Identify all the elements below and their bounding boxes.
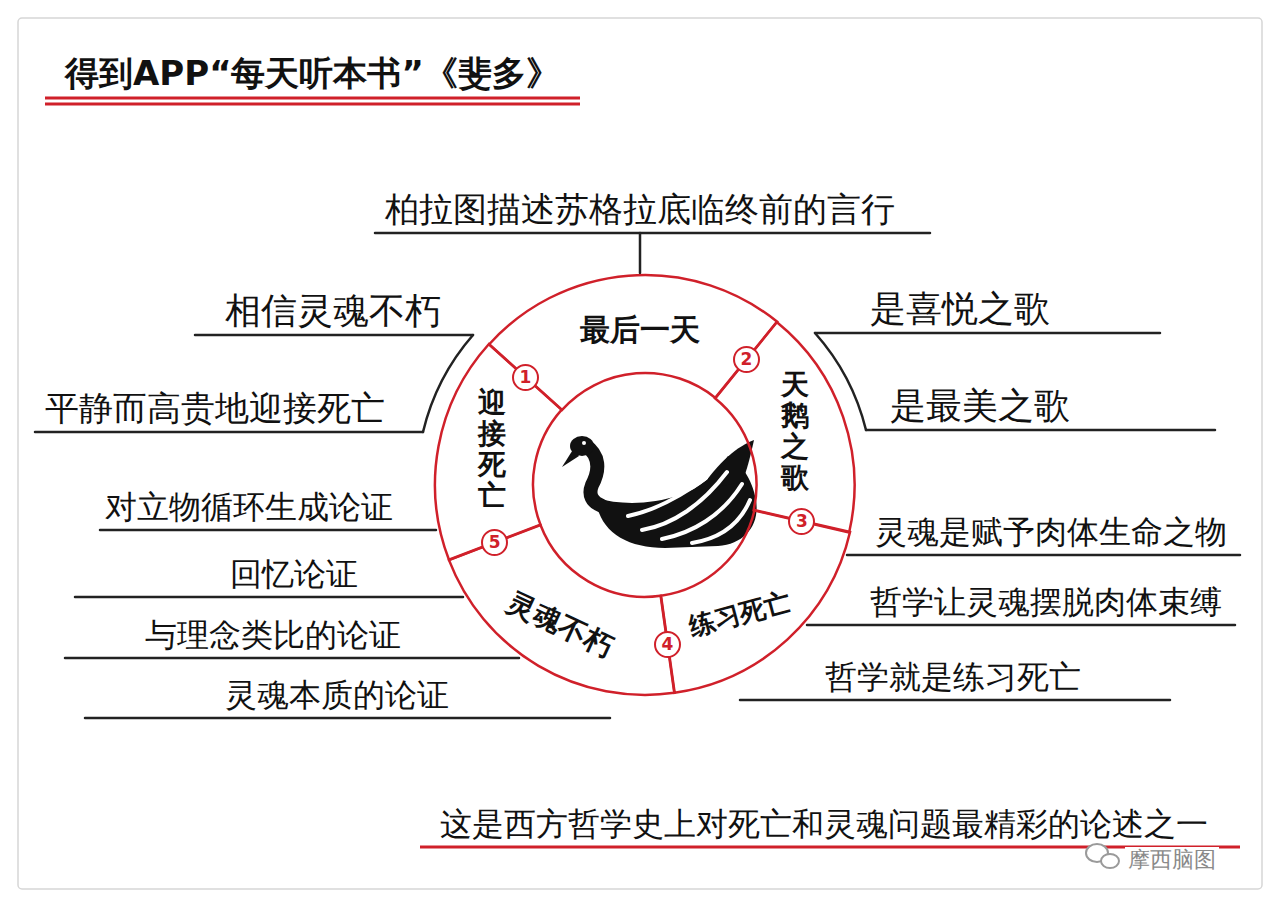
bracket-arc [815,333,866,430]
segment-title: 最后一天 [580,313,700,348]
branch-text: 灵魂是赋予肉体生命之物 [875,514,1227,551]
swan-wing [700,440,754,490]
feather-stripe [628,478,706,516]
callout-number: 5 [489,534,501,551]
swan-eye [582,441,586,445]
segment-border [449,525,674,695]
segment-title: 灵魂不朽 [502,587,617,664]
branch-text: 平静而高贵地迎接死亡 [45,389,385,428]
number-circle: 2 [733,346,760,373]
branch-text: 对立物循环生成论证 [105,489,393,526]
branch-line [866,429,1215,432]
branch-line [807,624,1235,627]
chat-bubble [1101,854,1119,868]
callout-number: 3 [796,513,808,530]
number-circle: 4 [654,631,681,658]
wechat-icon [1086,844,1119,868]
callout-number: 1 [519,369,531,386]
branch-text: 是最美之歌 [890,385,1070,426]
ring-segment: 练习死亡 [658,507,853,696]
branch-line [375,232,930,235]
feather-stripe [662,484,742,539]
caption: 这是西方哲学史上对死亡和灵魂问题最精彩的论述之一 [440,806,1208,843]
branch-line [815,332,1160,335]
callout-number: 2 [740,351,752,368]
number-circle: 5 [481,529,508,556]
segment-title: 迎接死亡 [478,388,506,511]
branch-text: 灵魂本质的论证 [225,677,449,714]
segment-title: 练习死亡 [686,587,794,643]
branch-line [100,529,436,532]
branch-line [65,657,519,660]
branch-text: 哲学就是练习死亡 [825,659,1081,696]
caption-underline [420,846,1240,849]
watermark: 摩西脑图 [1125,847,1219,872]
branch-line [75,596,463,599]
segment-title: 天鹅之歌 [781,370,809,493]
branch-line [847,554,1240,557]
number-circle: 1 [512,364,539,391]
branch-text: 相信灵魂不朽 [225,290,441,331]
title-underline [45,97,580,100]
swan-beak [562,448,579,467]
ring-segment: 最后一天 [486,272,780,413]
branch-line [85,717,610,720]
branch-line [35,431,423,434]
callout-number: 4 [661,636,673,653]
black-swan [562,436,757,548]
segment-border [661,510,850,693]
segment-border [435,344,562,560]
branch-line [740,699,1170,702]
branch-line [195,334,473,337]
title-underline [45,103,580,106]
branch-text: 回忆论证 [230,556,358,593]
diagram-title: 得到APP“每天听本书”《斐多》 [65,54,560,93]
branch-text: 柏拉图描述苏格拉底临终前的言行 [385,190,895,229]
branch-line [639,233,642,273]
number-circle: 3 [788,508,815,535]
feather-stripe [642,472,727,530]
branch-text: 与理念类比的论证 [145,617,401,654]
segment-border [489,275,777,410]
branch-text: 哲学让灵魂摆脱肉体束缚 [870,584,1222,621]
page-frame [18,18,1262,889]
branch-text: 是喜悦之歌 [870,288,1050,329]
feather-stripe [692,500,750,543]
segment-border [715,322,855,532]
bracket-arc [423,335,473,432]
